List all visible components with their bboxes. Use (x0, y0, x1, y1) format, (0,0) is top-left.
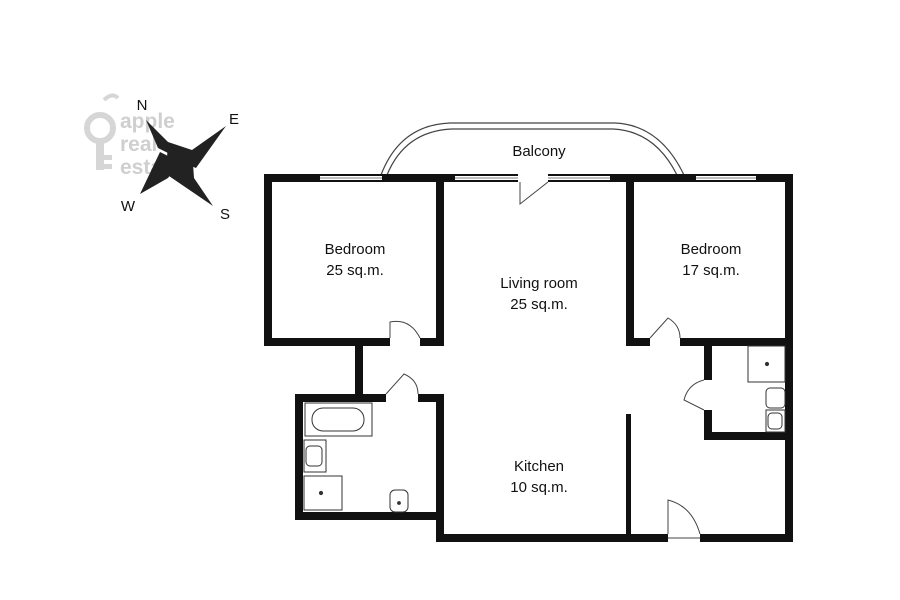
right-bathroom-fixtures (747, 345, 786, 433)
toilet-icon (389, 489, 409, 513)
bathtub-basin-icon (311, 407, 365, 432)
compass-west-label: W (121, 198, 136, 215)
compass-north-label: N (137, 97, 148, 114)
room-name: Kitchen (514, 458, 564, 475)
sink-icon (765, 409, 786, 433)
shower-tray-icon (303, 475, 343, 511)
room-bedroom-left: Bedroom 25 sq.m. (325, 241, 386, 279)
shower-tray-icon (747, 345, 786, 383)
watermark-line-2: real (120, 133, 157, 156)
doors (385, 174, 712, 542)
balcony-label: Balcony (512, 143, 566, 160)
sink-icon (303, 439, 327, 473)
balcony-outline (380, 122, 685, 176)
room-name: Bedroom (325, 241, 386, 258)
apple-real-estate-watermark: apple real estate (84, 93, 181, 179)
compass-south-label: S (220, 206, 230, 223)
room-area: 25 sq.m. (326, 262, 384, 279)
room-kitchen: Kitchen 10 sq.m. (510, 458, 568, 496)
room-area: 25 sq.m. (510, 296, 568, 313)
compass-east-label: E (229, 111, 239, 128)
left-bathroom-fixtures (303, 402, 409, 513)
room-area: 17 sq.m. (682, 262, 740, 279)
toilet-icon (765, 387, 786, 409)
room-name: Bedroom (681, 241, 742, 258)
compass-rose-icon (140, 120, 226, 206)
room-living-room: Living room 25 sq.m. (500, 275, 578, 313)
room-name: Living room (500, 275, 578, 292)
room-area: 10 sq.m. (510, 479, 568, 496)
bathtub-icon (304, 402, 373, 437)
room-bedroom-right: Bedroom 17 sq.m. (681, 241, 742, 279)
